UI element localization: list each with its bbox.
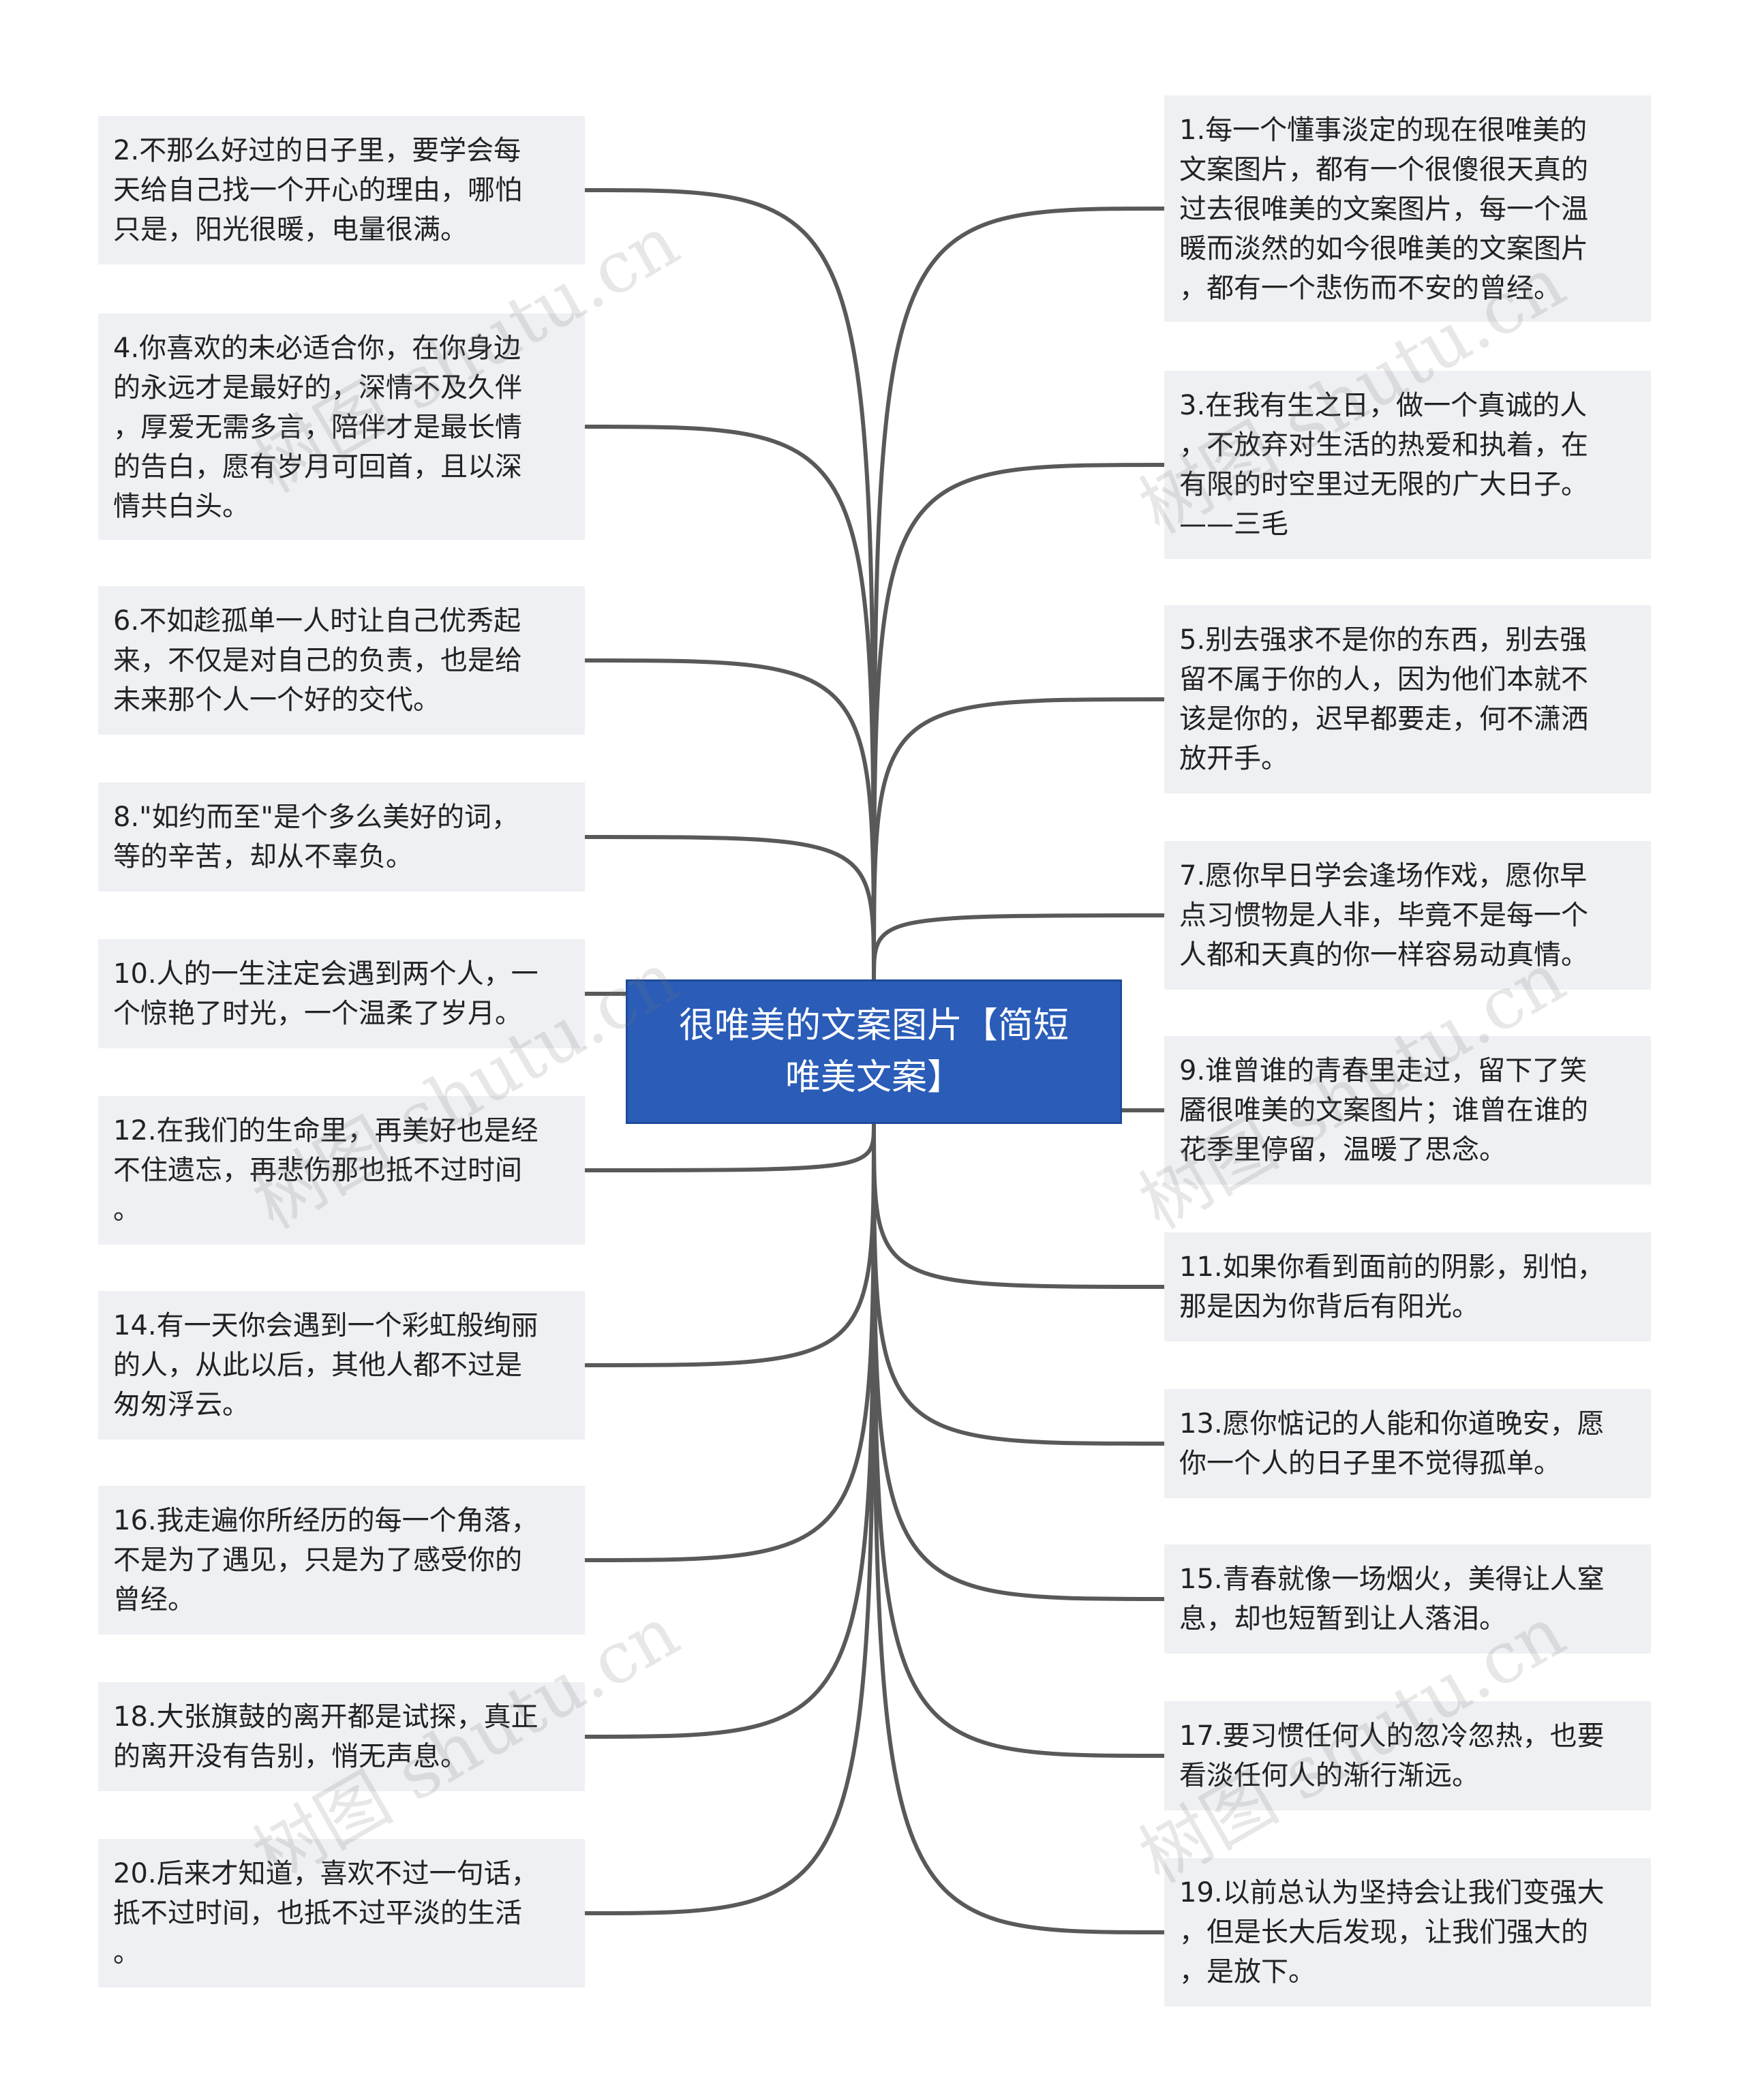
right-node-7[interactable]: 13.愿你惦记的人能和你道晚安，愿 你一个人的日子里不觉得孤单。 (1164, 1389, 1651, 1498)
left-connector (583, 835, 876, 981)
right-node-10[interactable]: 19.以前总认为坚持会让我们变强大 ，但是长大后发现，让我们强大的 ，是放下。 (1164, 1858, 1651, 2007)
right-node-6[interactable]: 11.如果你看到面前的阴影，别怕， 那是因为你背后有阳光。 (1164, 1232, 1651, 1341)
left-connector (583, 425, 876, 981)
left-node-1[interactable]: 2.不那么好过的日子里，要学会每 天给自己找一个开心的理由，哪怕 只是，阳光很暖… (98, 116, 585, 264)
left-connector (583, 1122, 876, 1915)
right-connector (872, 1122, 1166, 1601)
right-node-2[interactable]: 3.在我有生之日，做一个真诚的人 ，不放弃对生活的热爱和执着，在 有限的时空里过… (1164, 371, 1651, 559)
left-node-10[interactable]: 20.后来才知道，喜欢不过一句话， 抵不过时间，也抵不过平淡的生活 。 (98, 1839, 585, 1988)
left-node-2[interactable]: 4.你喜欢的未必适合你，在你身边 的永远才是最好的，深情不及久伴 ，厚爱无需多言… (98, 314, 585, 540)
right-connector (872, 1122, 1166, 1934)
left-node-6[interactable]: 12.在我们的生命里，再美好也是经 不住遗忘，再悲伤那也抵不过时间 。 (98, 1096, 585, 1245)
right-node-8[interactable]: 15.青春就像一场烟火，美得让人窒 息，却也短暂到让人落泪。 (1164, 1544, 1651, 1654)
right-node-9[interactable]: 17.要习惯任何人的忽冷忽热，也要 看淡任何人的渐行渐远。 (1164, 1701, 1651, 1810)
left-node-4[interactable]: 8."如约而至"是个多么美好的词， 等的辛苦，却从不辜负。 (98, 782, 585, 892)
left-node-8[interactable]: 16.我走遍你所经历的每一个角落， 不是为了遇见，只是为了感受你的 曾经。 (98, 1486, 585, 1634)
right-connector (872, 697, 1166, 981)
left-connector (583, 1122, 876, 1172)
left-node-7[interactable]: 14.有一天你会遇到一个彩虹般绚丽 的人，从此以后，其他人都不过是 匆匆浮云。 (98, 1291, 585, 1440)
right-node-1[interactable]: 1.每一个懂事淡定的现在很唯美的 文案图片，都有一个很傻很天真的 过去很唯美的文… (1164, 95, 1651, 322)
right-node-5[interactable]: 9.谁曾谁的青春里走过，留下了笑 靥很唯美的文案图片；谁曾在谁的 花季里停留，温… (1164, 1036, 1651, 1185)
right-connector (872, 463, 1166, 981)
left-connector (583, 1122, 876, 1739)
central-topic[interactable]: 很唯美的文案图片【简短 唯美文案】 (626, 979, 1122, 1124)
left-connector (583, 188, 876, 981)
left-connector (583, 1122, 876, 1367)
left-node-9[interactable]: 18.大张旗鼓的离开都是试探，真正 的离开没有告别，悄无声息。 (98, 1682, 585, 1791)
right-connector (872, 1122, 1166, 1289)
right-node-3[interactable]: 5.别去强求不是你的东西，别去强 留不属于你的人，因为他们本就不 该是你的，迟早… (1164, 605, 1651, 793)
right-connector (872, 913, 1166, 981)
left-node-3[interactable]: 6.不如趁孤单一人时让自己优秀起 来，不仅是对自己的负责，也是给 未来那个人一个… (98, 586, 585, 735)
left-node-5[interactable]: 10.人的一生注定会遇到两个人，一 个惊艳了时光，一个温柔了岁月。 (98, 939, 585, 1048)
left-connector (583, 658, 876, 981)
right-node-4[interactable]: 7.愿你早日学会逢场作戏，愿你早 点习惯物是人非，毕竟不是每一个 人都和天真的你… (1164, 841, 1651, 990)
right-connector (872, 207, 1166, 981)
